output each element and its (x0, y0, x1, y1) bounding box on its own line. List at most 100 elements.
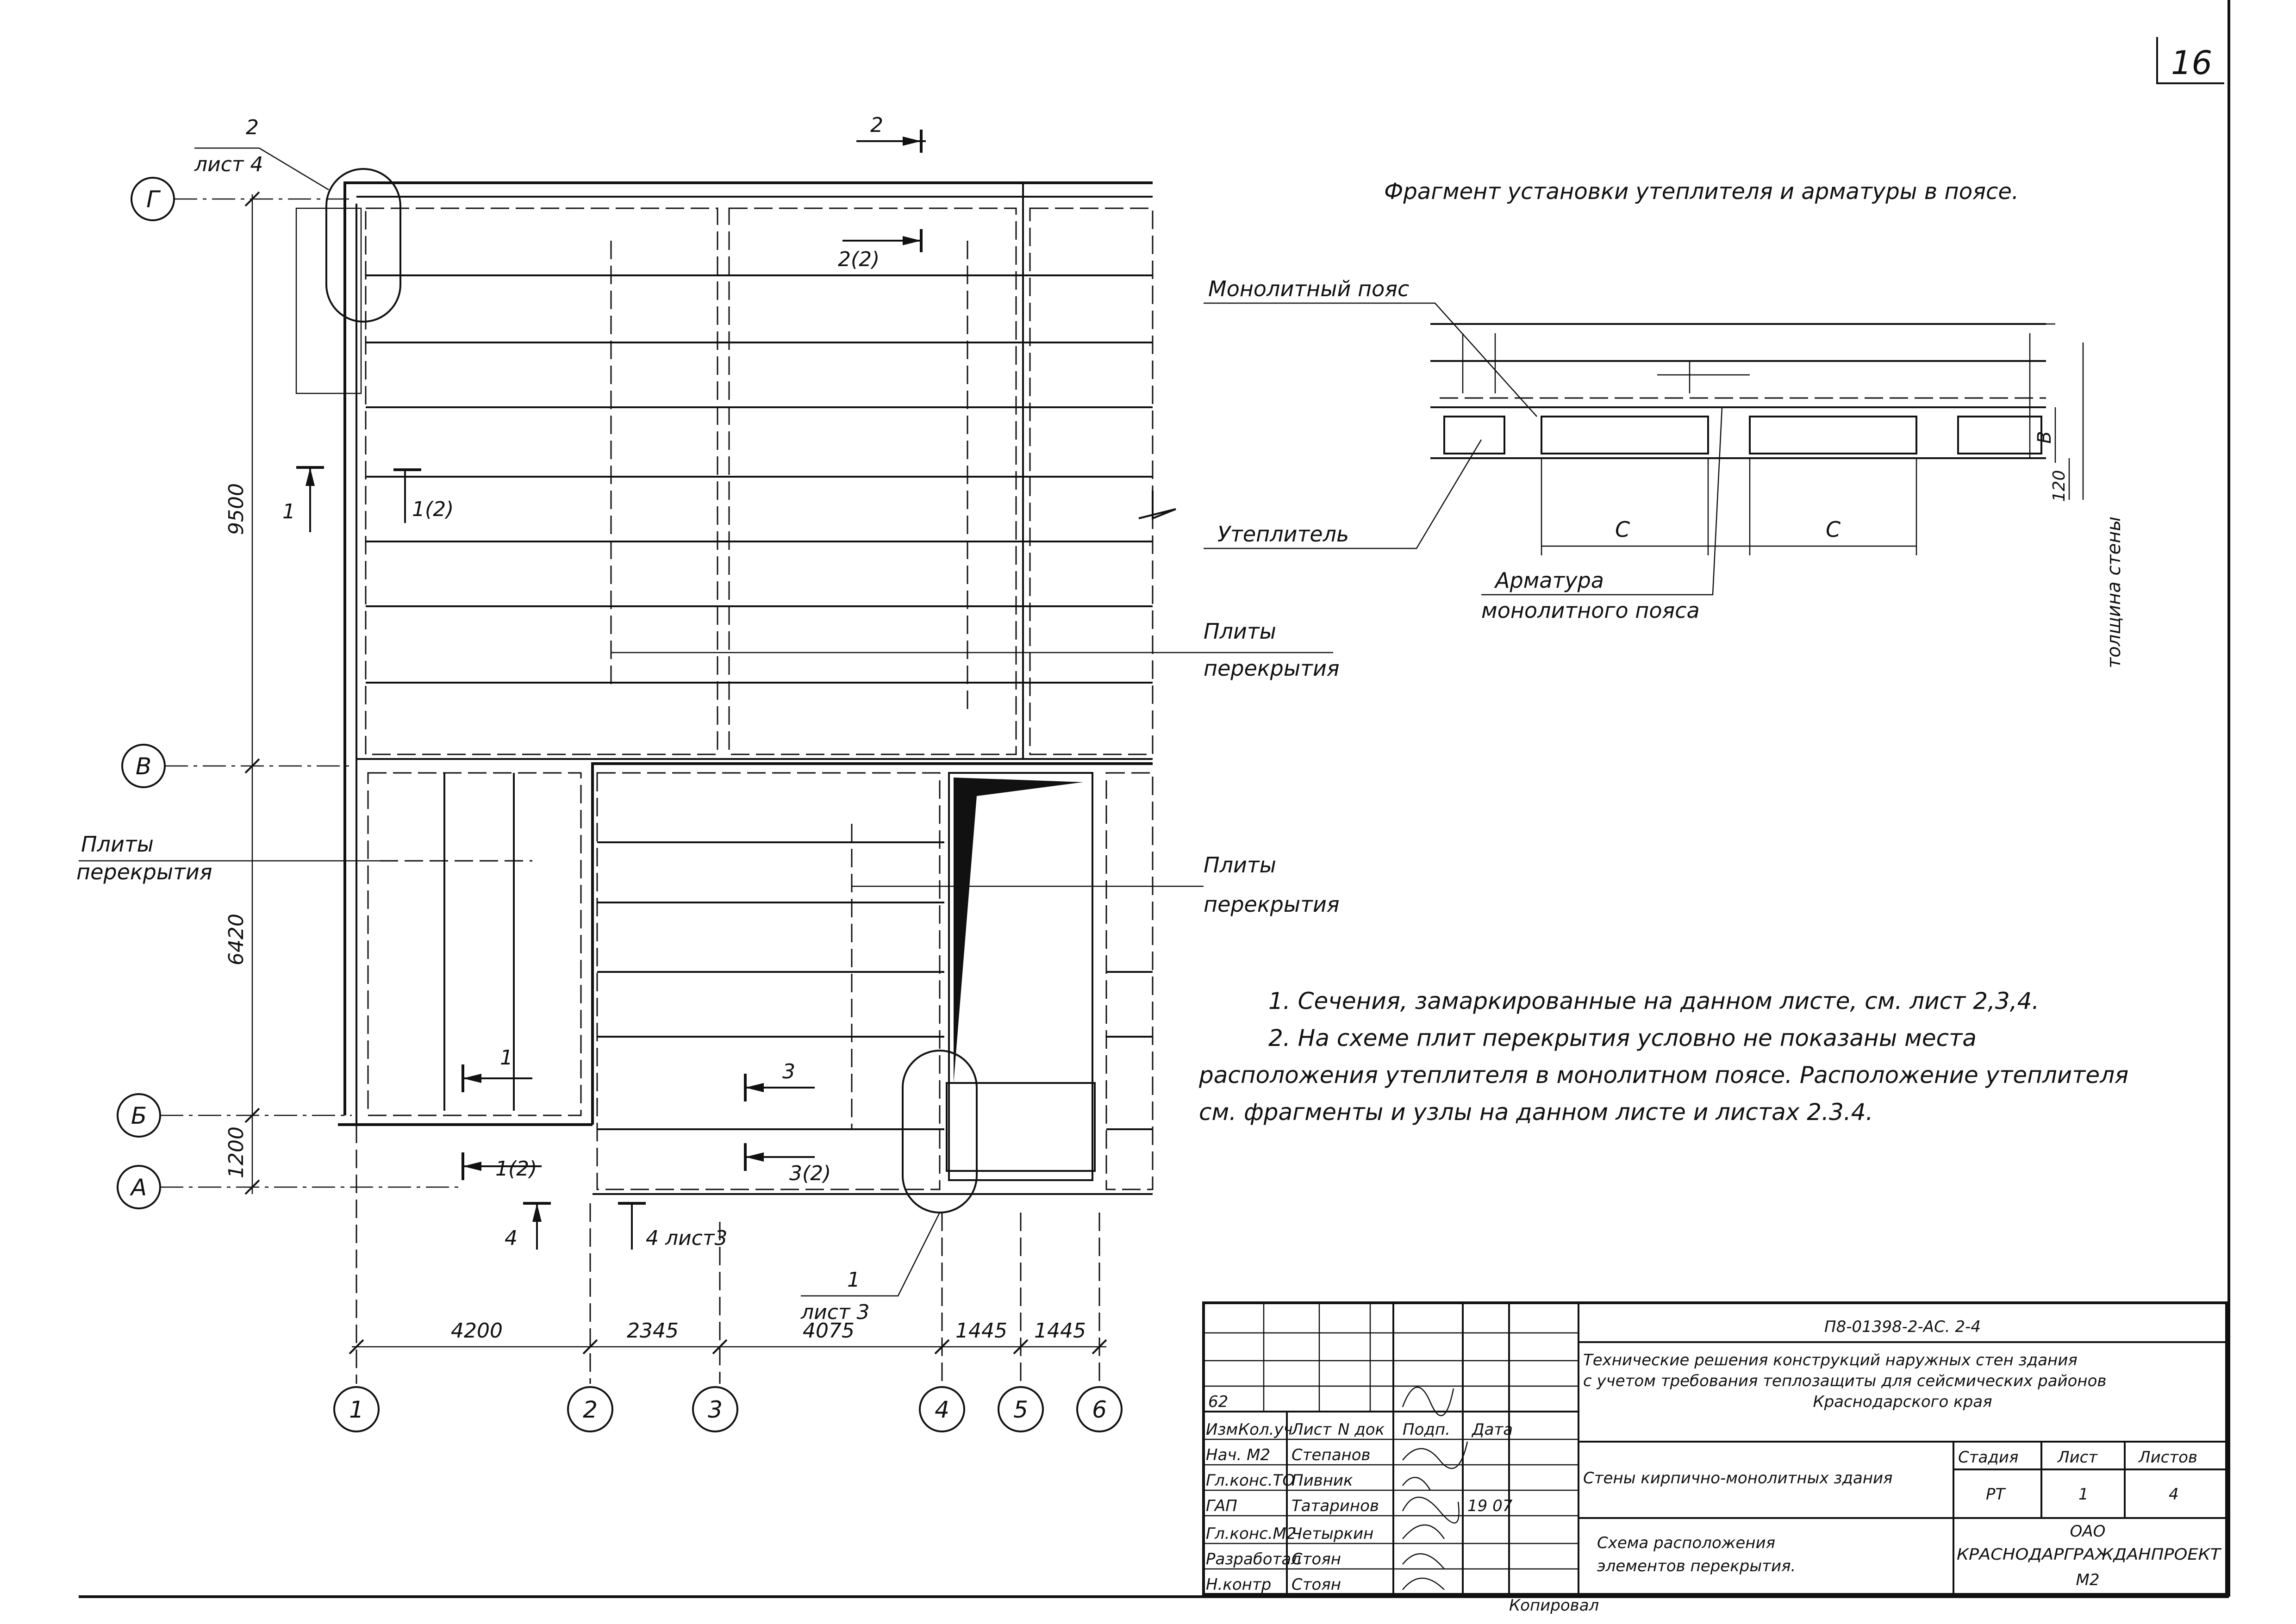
svg-text:А: А (130, 1174, 147, 1201)
svg-text:1: 1 (847, 1268, 860, 1292)
svg-text:2345: 2345 (627, 1319, 679, 1343)
svg-text:Стены кирпично-монолитных здан: Стены кирпично-монолитных здания (1583, 1469, 1893, 1487)
col-axis-2: 2 (567, 1386, 613, 1432)
note-2: 2. На схеме плит перекрытия условно не п… (1268, 1025, 1977, 1052)
col-axis-6: 6 (1076, 1386, 1123, 1432)
section-mark-3: 3 (744, 1060, 815, 1101)
section-mark-1-2: 1(2) (393, 468, 454, 523)
svg-text:Лист: Лист (1291, 1420, 1332, 1439)
svg-text:перекрытия: перекрытия (1204, 892, 1340, 917)
svg-text:Копировал: Копировал (1509, 1596, 1599, 1615)
svg-text:элементов перекрытия.: элементов перекрытия. (1597, 1557, 1796, 1575)
row-axis-a: А (117, 1165, 463, 1209)
col-axis-1: 1 (333, 1386, 380, 1432)
svg-text:1(2): 1(2) (495, 1157, 537, 1181)
svg-text:1: 1 (2078, 1485, 2089, 1504)
svg-text:2(2): 2(2) (838, 248, 880, 271)
label-slabs-left: Плиты перекрытия (76, 832, 380, 884)
svg-text:2: 2 (870, 113, 883, 137)
svg-text:Пивник: Пивник (1292, 1471, 1353, 1490)
signature-scribbles (1402, 1387, 1468, 1590)
svg-text:4: 4 (505, 1226, 518, 1250)
svg-text:С: С (1826, 517, 1841, 542)
svg-text:Н.контр: Н.контр (1206, 1575, 1271, 1594)
dim-9500: 9500 (225, 483, 248, 535)
svg-text:лист 3: лист 3 (800, 1300, 870, 1324)
svg-text:4 лист3: 4 лист3 (646, 1226, 728, 1250)
svg-text:3: 3 (708, 1396, 723, 1423)
svg-text:1(2): 1(2) (412, 498, 454, 521)
svg-text:1: 1 (282, 500, 295, 523)
svg-text:В: В (136, 753, 151, 780)
svg-text:лист 4: лист 4 (194, 153, 263, 176)
row-axis-g: Г (131, 177, 352, 221)
svg-text:Изм.: Изм. (1206, 1420, 1243, 1439)
svg-text:Дата: Дата (1471, 1420, 1513, 1439)
rev-no: 62 (1208, 1393, 1228, 1411)
svg-text:120: 120 (2050, 470, 2069, 502)
svg-text:Степанов: Степанов (1292, 1446, 1371, 1464)
svg-text:Гл.конс.ТО: Гл.конс.ТО (1206, 1471, 1295, 1490)
svg-text:Стадия: Стадия (1958, 1448, 2018, 1467)
vertical-dimensions: 9500 6420 1200 (225, 191, 260, 1195)
lower-left-slabs (367, 772, 582, 1116)
svg-text:Гл.конс.М2: Гл.конс.М2 (1206, 1524, 1297, 1543)
upper-slabs (365, 207, 1333, 755)
svg-text:Разработал: Разработал (1206, 1550, 1301, 1568)
svg-text:Технические решения конструкци: Технические решения конструкций наружных… (1583, 1351, 2078, 1369)
row-axis-v: В (121, 744, 352, 788)
section-mark-1-bottom: 1 (462, 1046, 532, 1092)
svg-text:Лист: Лист (2057, 1448, 2098, 1467)
svg-text:Б: Б (131, 1102, 147, 1129)
svg-text:4075: 4075 (803, 1319, 855, 1343)
svg-text:1445: 1445 (955, 1319, 1007, 1343)
svg-text:Плиты: Плиты (1204, 619, 1276, 644)
svg-text:ГАП: ГАП (1206, 1497, 1237, 1515)
svg-text:КРАСНОДАРГРАЖДАНПРОЕКТ: КРАСНОДАРГРАЖДАНПРОЕКТ (1957, 1545, 2221, 1564)
section-mark-4: 4 (505, 1202, 551, 1250)
callout-bottom: 1 лист 3 (800, 1050, 978, 1324)
fragment-title: Фрагмент установки утеплителя и арматуры… (1384, 179, 2019, 205)
sheet-number: 16 (2171, 44, 2212, 82)
svg-text:Кол.уч: Кол.уч (1238, 1420, 1293, 1439)
svg-text:4200: 4200 (451, 1319, 503, 1343)
svg-text:перекрытия: перекрытия (76, 859, 212, 884)
svg-text:3: 3 (782, 1060, 795, 1083)
svg-text:Четыркин: Четыркин (1292, 1524, 1373, 1543)
svg-text:Плиты: Плиты (1204, 852, 1276, 877)
title-block: 62 Изм. Кол.уч Лист N док Подп. Дата Нач… (1202, 1301, 2228, 1615)
section-mark-3-2: 3(2) (744, 1143, 831, 1185)
horizontal-dimensions: 4200 2345 4075 1445 1445 (349, 1125, 1107, 1384)
lower-middle-slabs (596, 772, 1204, 1190)
note-2-end: см. фрагменты и узлы на данном листе и л… (1199, 1099, 1873, 1126)
section-mark-2-top: 2 (856, 113, 926, 153)
svg-text:2: 2 (246, 116, 259, 139)
svg-text:4: 4 (2169, 1485, 2179, 1504)
col-axis-3: 3 (692, 1386, 738, 1432)
row-axis-b: Б (117, 1093, 352, 1138)
note-1: 1. Сечения, замаркированные на данном ли… (1268, 988, 2039, 1014)
callout-top-left: 2 лист 4 (194, 116, 401, 394)
svg-text:перекрытия: перекрытия (1204, 656, 1340, 681)
svg-text:Нач. М2: Нач. М2 (1206, 1446, 1270, 1464)
col-axis-5: 5 (998, 1386, 1044, 1432)
svg-text:РТ: РТ (1986, 1485, 2006, 1504)
svg-text:5: 5 (1013, 1396, 1028, 1423)
svg-text:М2: М2 (2076, 1571, 2100, 1589)
section-mark-4-sheet3: 4 лист3 (618, 1202, 728, 1250)
label-slabs-right-1: Плиты перекрытия (1204, 619, 1340, 681)
svg-text:Подп.: Подп. (1403, 1420, 1450, 1439)
note-2-cont: расположения утеплителя в монолитном поя… (1198, 1062, 2128, 1089)
section-mark-1-left: 1 (282, 466, 324, 532)
dim-1200: 1200 (225, 1126, 248, 1178)
svg-text:1: 1 (500, 1046, 513, 1070)
svg-text:6: 6 (1092, 1396, 1107, 1423)
svg-text:N док: N док (1338, 1420, 1385, 1439)
lower-right-area (946, 772, 1154, 1190)
walls (338, 181, 1176, 1195)
svg-text:Г: Г (146, 186, 161, 213)
section-mark-2-2: 2(2) (838, 229, 923, 271)
svg-text:Краснодарского края: Краснодарского края (1813, 1393, 1992, 1411)
svg-text:Схема расположения: Схема расположения (1597, 1534, 1775, 1552)
